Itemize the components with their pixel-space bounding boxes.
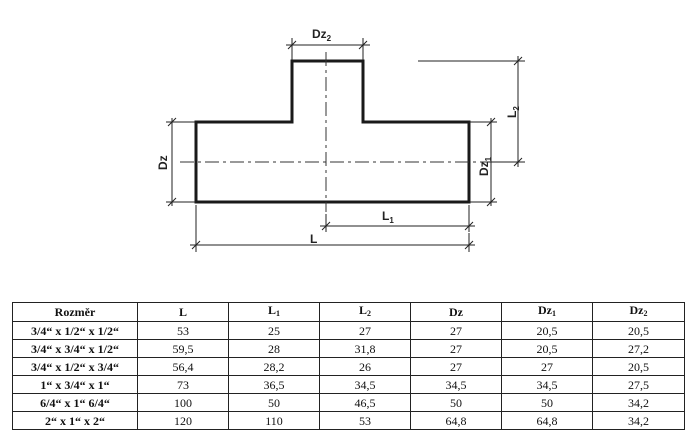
value-cell: 20,5 <box>501 339 593 358</box>
value-cell: 73 <box>137 375 229 394</box>
value-cell: 50 <box>228 393 320 412</box>
value-cell: 110 <box>228 411 320 430</box>
l1-label: L1 <box>382 209 394 225</box>
value-cell: 34,2 <box>592 411 685 430</box>
l-label: L <box>310 232 317 246</box>
column-header-label: L <box>178 305 187 319</box>
size-cell: 2“ x 1“ x 2“ <box>12 411 138 430</box>
value-cell: 46,5 <box>319 393 411 412</box>
size-cell: 1“ x 3/4“ x 1“ <box>12 375 138 394</box>
column-header-subscript: 2 <box>367 309 371 318</box>
column-header: Rozměr <box>12 302 138 322</box>
value-cell: 64,8 <box>501 411 593 430</box>
column-header: L1 <box>228 302 320 322</box>
value-cell: 20,5 <box>592 357 685 376</box>
value-cell: 31,8 <box>319 339 411 358</box>
column-header: Dz1 <box>501 302 593 322</box>
column-header: L <box>137 302 229 322</box>
value-cell: 25 <box>228 321 320 340</box>
dz1-label: Dz1 <box>477 156 493 176</box>
value-cell: 27 <box>410 339 502 358</box>
value-cell: 34,5 <box>410 375 502 394</box>
size-cell: 3/4“ x 1/2“ x 3/4“ <box>12 357 138 376</box>
value-cell: 27 <box>410 357 502 376</box>
column-header-label: Dz <box>629 303 644 317</box>
column-header-label: L <box>267 303 276 317</box>
column-header-label: L <box>358 303 367 317</box>
value-cell: 27 <box>410 321 502 340</box>
value-cell: 34,5 <box>501 375 593 394</box>
value-cell: 59,5 <box>137 339 229 358</box>
value-cell: 34,2 <box>592 393 685 412</box>
column-header-subscript: 1 <box>552 309 556 318</box>
tee-outline <box>194 59 471 204</box>
value-cell: 20,5 <box>592 321 685 340</box>
l2-label: L2 <box>505 106 521 118</box>
value-cell: 64,8 <box>410 411 502 430</box>
value-cell: 34,5 <box>319 375 411 394</box>
column-header-subscript: 1 <box>276 309 280 318</box>
size-cell: 6/4“ x 1“ 6/4“ <box>12 393 138 412</box>
value-cell: 100 <box>137 393 229 412</box>
value-cell: 20,5 <box>501 321 593 340</box>
value-cell: 27 <box>501 357 593 376</box>
value-cell: 27 <box>319 321 411 340</box>
dimension-ticks <box>167 40 523 250</box>
value-cell: 36,5 <box>228 375 320 394</box>
value-cell: 26 <box>319 357 411 376</box>
value-cell: 27,5 <box>592 375 685 394</box>
value-cell: 56,4 <box>137 357 229 376</box>
size-cell: 3/4“ x 1/2“ x 1/2“ <box>12 321 138 340</box>
value-cell: 28,2 <box>228 357 320 376</box>
value-cell: 50 <box>410 393 502 412</box>
column-header-label: Rozměr <box>54 305 96 319</box>
value-cell: 28 <box>228 339 320 358</box>
value-cell: 50 <box>501 393 593 412</box>
value-cell: 53 <box>137 321 229 340</box>
size-cell: 3/4“ x 3/4“ x 1/2“ <box>12 339 138 358</box>
tee-fitting-drawing: Dz2 L2 Dz Dz1 L1 L <box>156 27 525 252</box>
column-header: Dz <box>410 302 502 322</box>
value-cell: 53 <box>319 411 411 430</box>
column-header: Dz2 <box>592 302 685 322</box>
column-header-label: Dz <box>449 305 463 319</box>
dz-label: Dz <box>156 155 170 170</box>
dz2-label: Dz2 <box>312 27 332 43</box>
column-header-label: Dz <box>538 303 552 317</box>
value-cell: 27,2 <box>592 339 685 358</box>
value-cell: 120 <box>137 411 229 430</box>
column-header: L2 <box>319 302 411 322</box>
column-header-subscript: 2 <box>643 309 648 318</box>
